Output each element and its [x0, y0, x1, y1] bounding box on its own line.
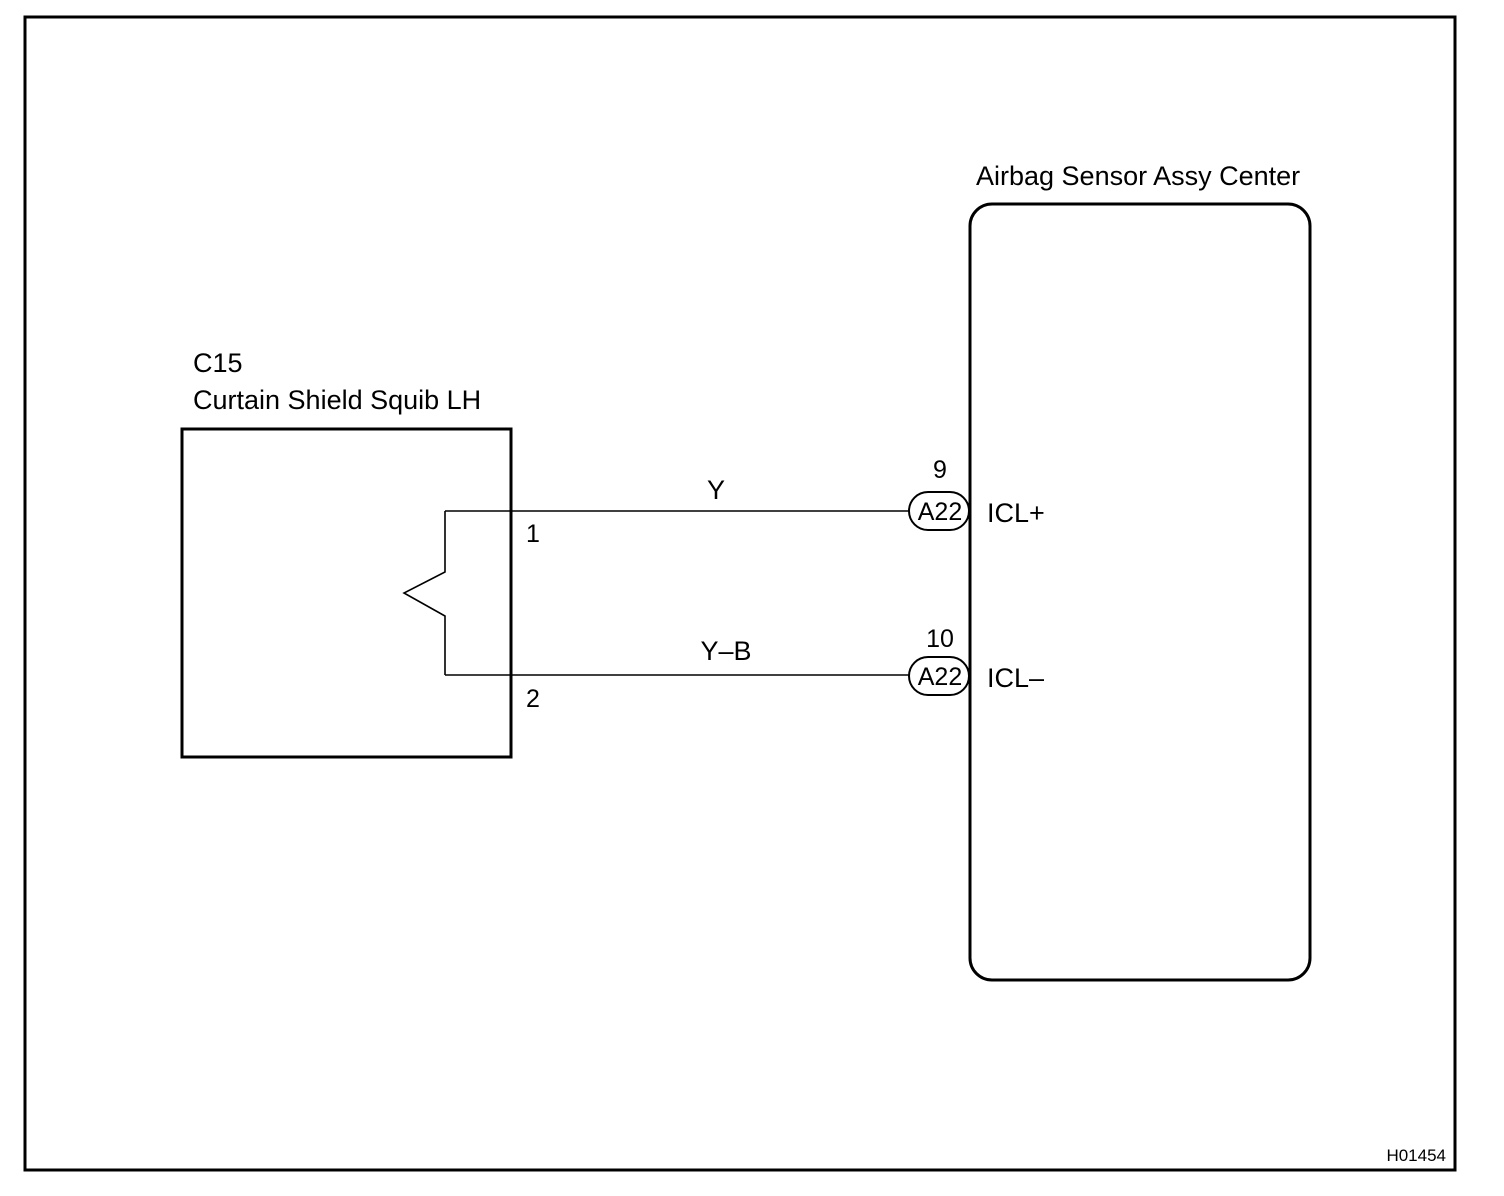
- terminal-pin-number: 10: [926, 625, 954, 653]
- squib-box: [180, 427, 513, 759]
- sensor-terminal-icl-minus: 10 A22 ICL–: [908, 625, 1044, 696]
- terminal-signal-name: ICL–: [987, 663, 1044, 693]
- wire-1-color-label: Y: [707, 475, 725, 505]
- diagram-code: H01454: [1386, 1146, 1446, 1165]
- connector-badge: [908, 656, 970, 696]
- diagram-frame: [23, 15, 1457, 1172]
- squib-name: Curtain Shield Squib LH: [193, 385, 481, 415]
- terminal-pin-number: 9: [933, 456, 947, 484]
- sensor-box: [968, 202, 1312, 982]
- wire-2: Y–B: [445, 636, 911, 676]
- sensor-name: Airbag Sensor Assy Center: [976, 161, 1300, 191]
- sensor-component: Airbag Sensor Assy Center 9 A22 ICL+ 10 …: [908, 161, 1312, 982]
- squib-element-symbol: [402, 511, 446, 675]
- squib-pin-1: 1: [526, 520, 540, 548]
- connector-code: A22: [918, 663, 962, 691]
- squib-pin-2: 2: [526, 685, 540, 713]
- connector-code: A22: [918, 498, 962, 526]
- connector-badge: [908, 491, 970, 531]
- terminal-signal-name: ICL+: [987, 498, 1045, 528]
- squib-component: C15 Curtain Shield Squib LH 1 2: [180, 348, 540, 759]
- sensor-terminal-icl-plus: 9 A22 ICL+: [908, 456, 1045, 531]
- wire-2-color-label: Y–B: [700, 636, 751, 666]
- wire-1: Y: [445, 475, 911, 512]
- squib-code: C15: [193, 348, 243, 378]
